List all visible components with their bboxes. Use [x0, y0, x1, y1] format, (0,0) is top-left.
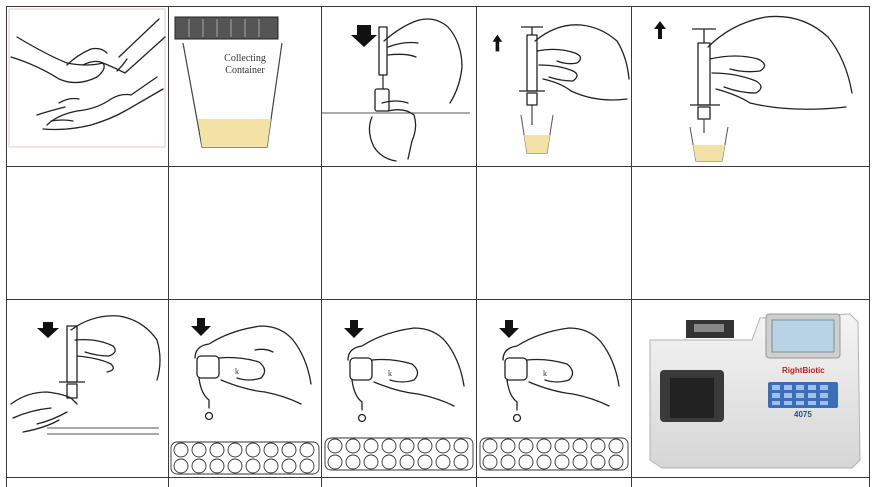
analyzer-screen	[771, 319, 835, 353]
urine-sample	[198, 119, 271, 147]
arrow-down-icon	[499, 320, 519, 338]
step-2-collecting-container: Collecting Container	[168, 6, 321, 166]
gloved-hands-illustration	[8, 8, 166, 148]
step-4-pull-plunger	[476, 6, 631, 166]
arrow-down-icon	[344, 320, 364, 338]
container-label-line2: Container	[225, 65, 265, 76]
syringe-into-vial-illustration	[322, 18, 470, 162]
blank-cell-5	[631, 166, 870, 299]
grid-right-border	[869, 6, 870, 487]
cut-off-cell-2	[168, 477, 321, 487]
svg-text:k: k	[543, 369, 547, 378]
analyzer-model: 4075	[794, 410, 812, 419]
analyzer-brand: RightBiotic	[782, 366, 825, 375]
step-8-dispense-drops: k	[321, 299, 476, 477]
syringe-filled-illustration	[654, 15, 853, 162]
blank-cell-3	[321, 166, 476, 299]
arrow-down-icon	[351, 25, 377, 47]
step-10-analyzer: RightBiotic 4075	[631, 299, 870, 477]
blank-cell-2	[168, 166, 321, 299]
blank-cell-1	[6, 166, 168, 299]
svg-text:k: k	[235, 367, 239, 376]
cut-off-cell-3	[321, 477, 476, 487]
container-label-line1: Collecting	[224, 53, 266, 64]
syringe-pull-illustration	[492, 24, 630, 154]
dropper-plate-illustration-1: k	[170, 318, 320, 475]
dropper-plate-illustration-3: k	[479, 320, 629, 471]
step-6-load-syringe	[6, 299, 168, 477]
urine-analyzer-illustration	[649, 313, 861, 469]
step-1-gloves	[6, 6, 168, 166]
dropper-plate-illustration-2: k	[324, 320, 474, 471]
step-5-fill-syringe	[631, 6, 870, 166]
cut-off-cell-5	[631, 477, 870, 487]
collecting-container-illustration	[174, 16, 283, 148]
step-7-dispense-drops: k	[168, 299, 321, 477]
arrow-down-icon	[191, 318, 211, 336]
syringe-into-tube-illustration	[10, 315, 161, 435]
step-9-dispense-drops: k	[476, 299, 631, 477]
blank-cell-4	[476, 166, 631, 299]
cut-off-cell-4	[476, 477, 631, 487]
step-3-draw-syringe	[321, 6, 476, 166]
instruction-grid: Collecting Container	[6, 6, 870, 487]
arrow-up-icon	[492, 34, 503, 52]
cut-off-cell-1	[6, 477, 168, 487]
svg-text:k: k	[388, 369, 392, 378]
arrow-up-icon	[654, 21, 666, 39]
arrow-down-icon	[37, 322, 59, 338]
